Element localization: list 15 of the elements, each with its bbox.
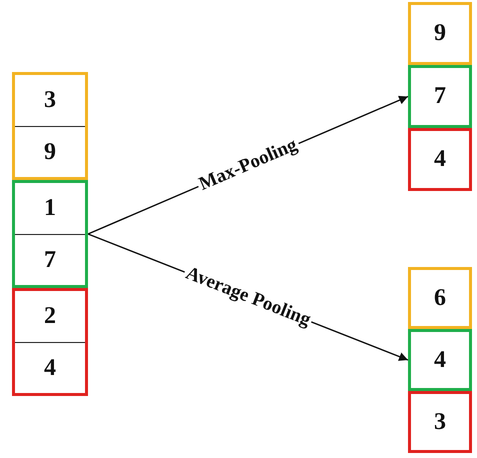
value-cell: 1 [15,183,85,234]
value-cell: 3 [15,75,85,126]
value-cell: 4 [408,329,472,391]
value-cell: 7 [408,65,472,128]
group-box [12,72,88,180]
value-cell: 2 [15,291,85,342]
value-cell: 4 [408,128,472,191]
value-cell: 6 [408,267,472,329]
value-cell: 9 [408,2,472,65]
group-box [12,180,88,288]
group-box [12,288,88,396]
value-cell: 4 [15,342,85,393]
value-cell: 9 [15,126,85,177]
value-cell: 7 [15,234,85,285]
value-cell: 3 [408,391,472,453]
